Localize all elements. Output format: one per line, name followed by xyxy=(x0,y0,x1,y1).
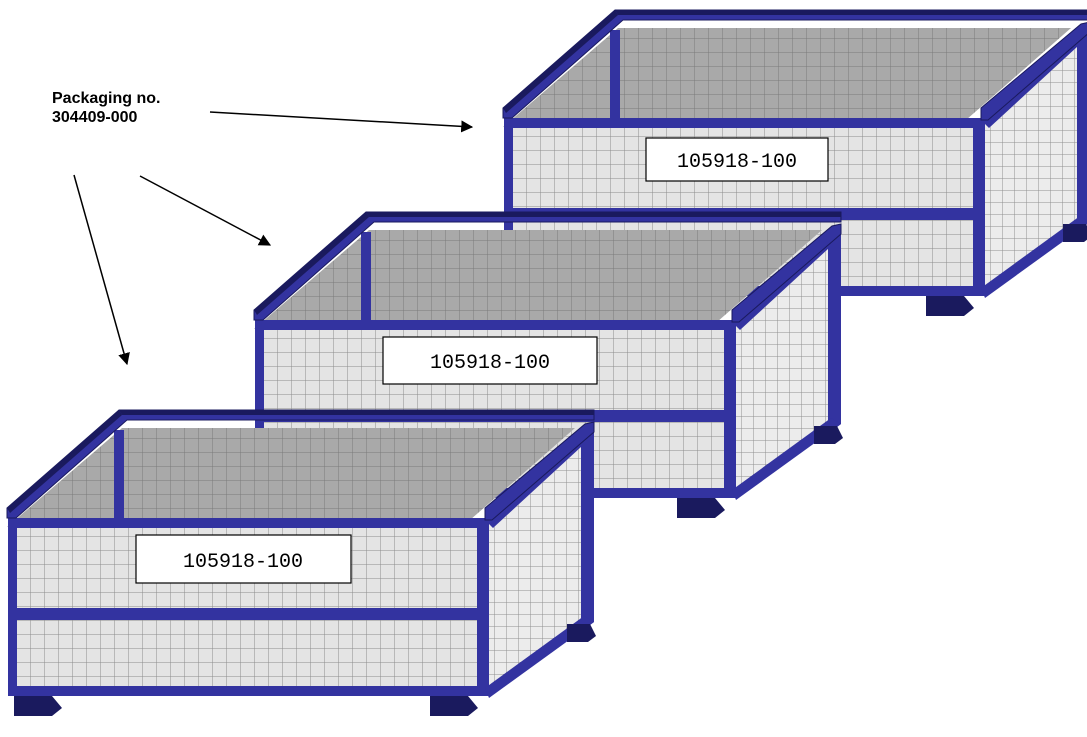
packaging-caption-line2: 304409-000 xyxy=(52,109,138,126)
crate-back: 105918-100 xyxy=(502,9,1087,317)
crate-back-tag xyxy=(645,137,829,182)
arrow-to-back-crate xyxy=(209,111,474,133)
arrow-to-middle-crate xyxy=(139,175,272,246)
crate-front-label: 105918-100 xyxy=(183,551,303,574)
crate-middle: 105918-100 xyxy=(253,211,844,519)
packaging-caption: Packaging no. 304409-000 xyxy=(52,89,160,127)
arrow-to-front-crate xyxy=(73,174,130,366)
crate-back-label: 105918-100 xyxy=(677,151,797,174)
crate-middle-tag xyxy=(382,336,598,385)
crate-front-tag xyxy=(135,534,352,584)
packaging-caption-line1: Packaging no. xyxy=(52,90,161,107)
crate-front: 105918-100 xyxy=(6,409,597,717)
crate-middle-label: 105918-100 xyxy=(430,352,550,375)
